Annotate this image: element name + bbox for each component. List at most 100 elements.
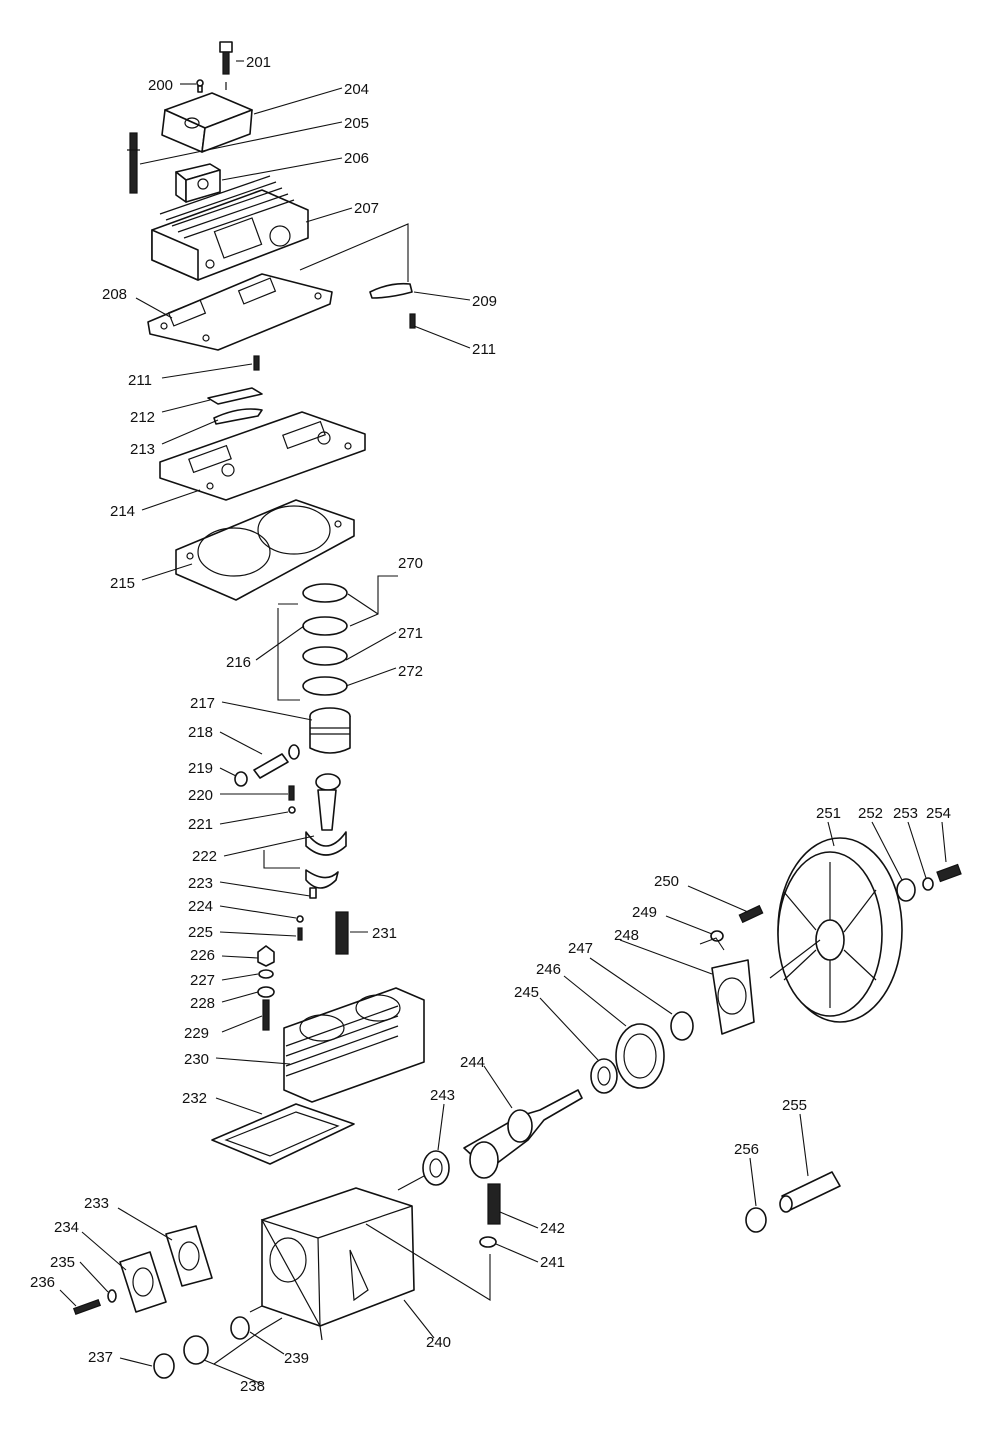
part-232-gasket [211, 1103, 355, 1165]
callout-231: 231 [372, 925, 397, 942]
part-221-washer [288, 806, 296, 814]
part-242-breather [487, 1183, 501, 1225]
part-204-cover [161, 92, 253, 153]
callout-241: 241 [540, 1254, 565, 1271]
part-219-clip [234, 771, 248, 787]
callout-271: 271 [398, 625, 423, 642]
part-245-bearing [590, 1058, 618, 1094]
callout-224: 224 [188, 898, 213, 915]
callout-216: 216 [226, 654, 251, 671]
callout-223: 223 [188, 875, 213, 892]
part-217-piston [309, 707, 351, 754]
callout-211-left: 211 [128, 372, 152, 389]
callout-204: 204 [344, 81, 369, 98]
part-252-washer [896, 878, 916, 902]
callout-249: 249 [632, 904, 657, 921]
callout-220: 220 [188, 787, 213, 804]
callout-labels: 201 200 204 205 206 207 208 209 211 211 … [30, 54, 951, 1395]
part-214-valve-plate [159, 411, 366, 501]
part-211-screw-left [253, 355, 260, 371]
callout-248: 248 [614, 927, 639, 944]
callout-232: 232 [182, 1090, 207, 1107]
part-243-bearing [422, 1150, 450, 1186]
callout-252: 252 [858, 805, 883, 822]
part-227-washer [258, 969, 274, 979]
callout-253: 253 [893, 805, 918, 822]
part-229-stud [262, 999, 270, 1031]
part-218-wrist-pin [253, 744, 300, 779]
part-215-gasket [175, 499, 355, 601]
callout-272: 272 [398, 663, 423, 680]
part-256-plug [745, 1207, 767, 1233]
part-236-bolt [72, 1298, 102, 1316]
callout-247: 247 [568, 940, 593, 957]
part-244-crankshaft [463, 1089, 583, 1179]
callout-238: 238 [240, 1378, 265, 1395]
part-248-bearing-cover [711, 959, 755, 1035]
callout-228: 228 [190, 995, 215, 1012]
part-233-gasket [165, 1225, 213, 1287]
part-206-block [175, 163, 221, 203]
callout-233: 233 [84, 1195, 109, 1212]
part-241-washer [479, 1236, 497, 1248]
callout-207: 207 [354, 200, 379, 217]
callout-236: 236 [30, 1274, 55, 1291]
part-251-flywheel [777, 837, 903, 1023]
callout-226: 226 [190, 947, 215, 964]
callout-240: 240 [426, 1334, 451, 1351]
callout-201: 201 [246, 54, 271, 71]
part-237-plug [153, 1353, 175, 1379]
part-253-washer [922, 877, 934, 891]
part-222-connecting-rod [263, 773, 347, 869]
callout-255: 255 [782, 1097, 807, 1114]
callout-215: 215 [110, 575, 135, 592]
leader-lines [59, 60, 947, 1385]
callout-200: 200 [148, 77, 173, 94]
callout-246: 246 [536, 961, 561, 978]
callout-221: 221 [188, 816, 213, 833]
part-225-bolt [297, 927, 303, 941]
callout-213: 213 [130, 441, 155, 458]
part-230-cylinder-block [283, 987, 425, 1103]
callout-245: 245 [514, 984, 539, 1001]
callout-212: 212 [130, 409, 155, 426]
callout-225: 225 [188, 924, 213, 941]
callout-270: 270 [398, 555, 423, 572]
callout-243: 243 [430, 1087, 455, 1104]
callout-206: 206 [344, 150, 369, 167]
callout-227: 227 [190, 972, 215, 989]
callout-235: 235 [50, 1254, 75, 1271]
part-226-nut [257, 945, 275, 967]
callout-208: 208 [102, 286, 127, 303]
part-201-bolt [219, 41, 233, 90]
part-231-stud [335, 911, 349, 955]
part-238-gasket [183, 1335, 209, 1365]
part-220-bolt [288, 785, 295, 801]
part-211-screw-right [409, 313, 416, 329]
part-247-oil-seal [670, 1011, 694, 1041]
callout-234: 234 [54, 1219, 79, 1236]
part-212-valve-plate [207, 387, 263, 405]
part-254-bolt [936, 863, 962, 883]
callout-218: 218 [188, 724, 213, 741]
part-246-gasket [615, 1023, 665, 1089]
callout-239: 239 [284, 1350, 309, 1367]
callout-250: 250 [654, 873, 679, 890]
callout-256: 256 [734, 1141, 759, 1158]
part-209-reed [369, 282, 413, 299]
callout-254: 254 [926, 805, 951, 822]
part-213-valve-reed [213, 408, 263, 425]
part-200-screw [196, 79, 204, 93]
callout-211-right: 211 [472, 341, 496, 358]
callout-230: 230 [184, 1051, 209, 1068]
part-250-bolt [738, 904, 764, 924]
callout-242: 242 [540, 1220, 565, 1237]
part-270-272-piston-rings [277, 583, 348, 701]
part-208-gasket [147, 273, 333, 351]
part-224-washer [296, 915, 304, 923]
callout-217: 217 [190, 695, 215, 712]
part-255-pipe [779, 1171, 841, 1213]
part-234-cover [119, 1251, 167, 1313]
part-205-stud [127, 132, 140, 194]
